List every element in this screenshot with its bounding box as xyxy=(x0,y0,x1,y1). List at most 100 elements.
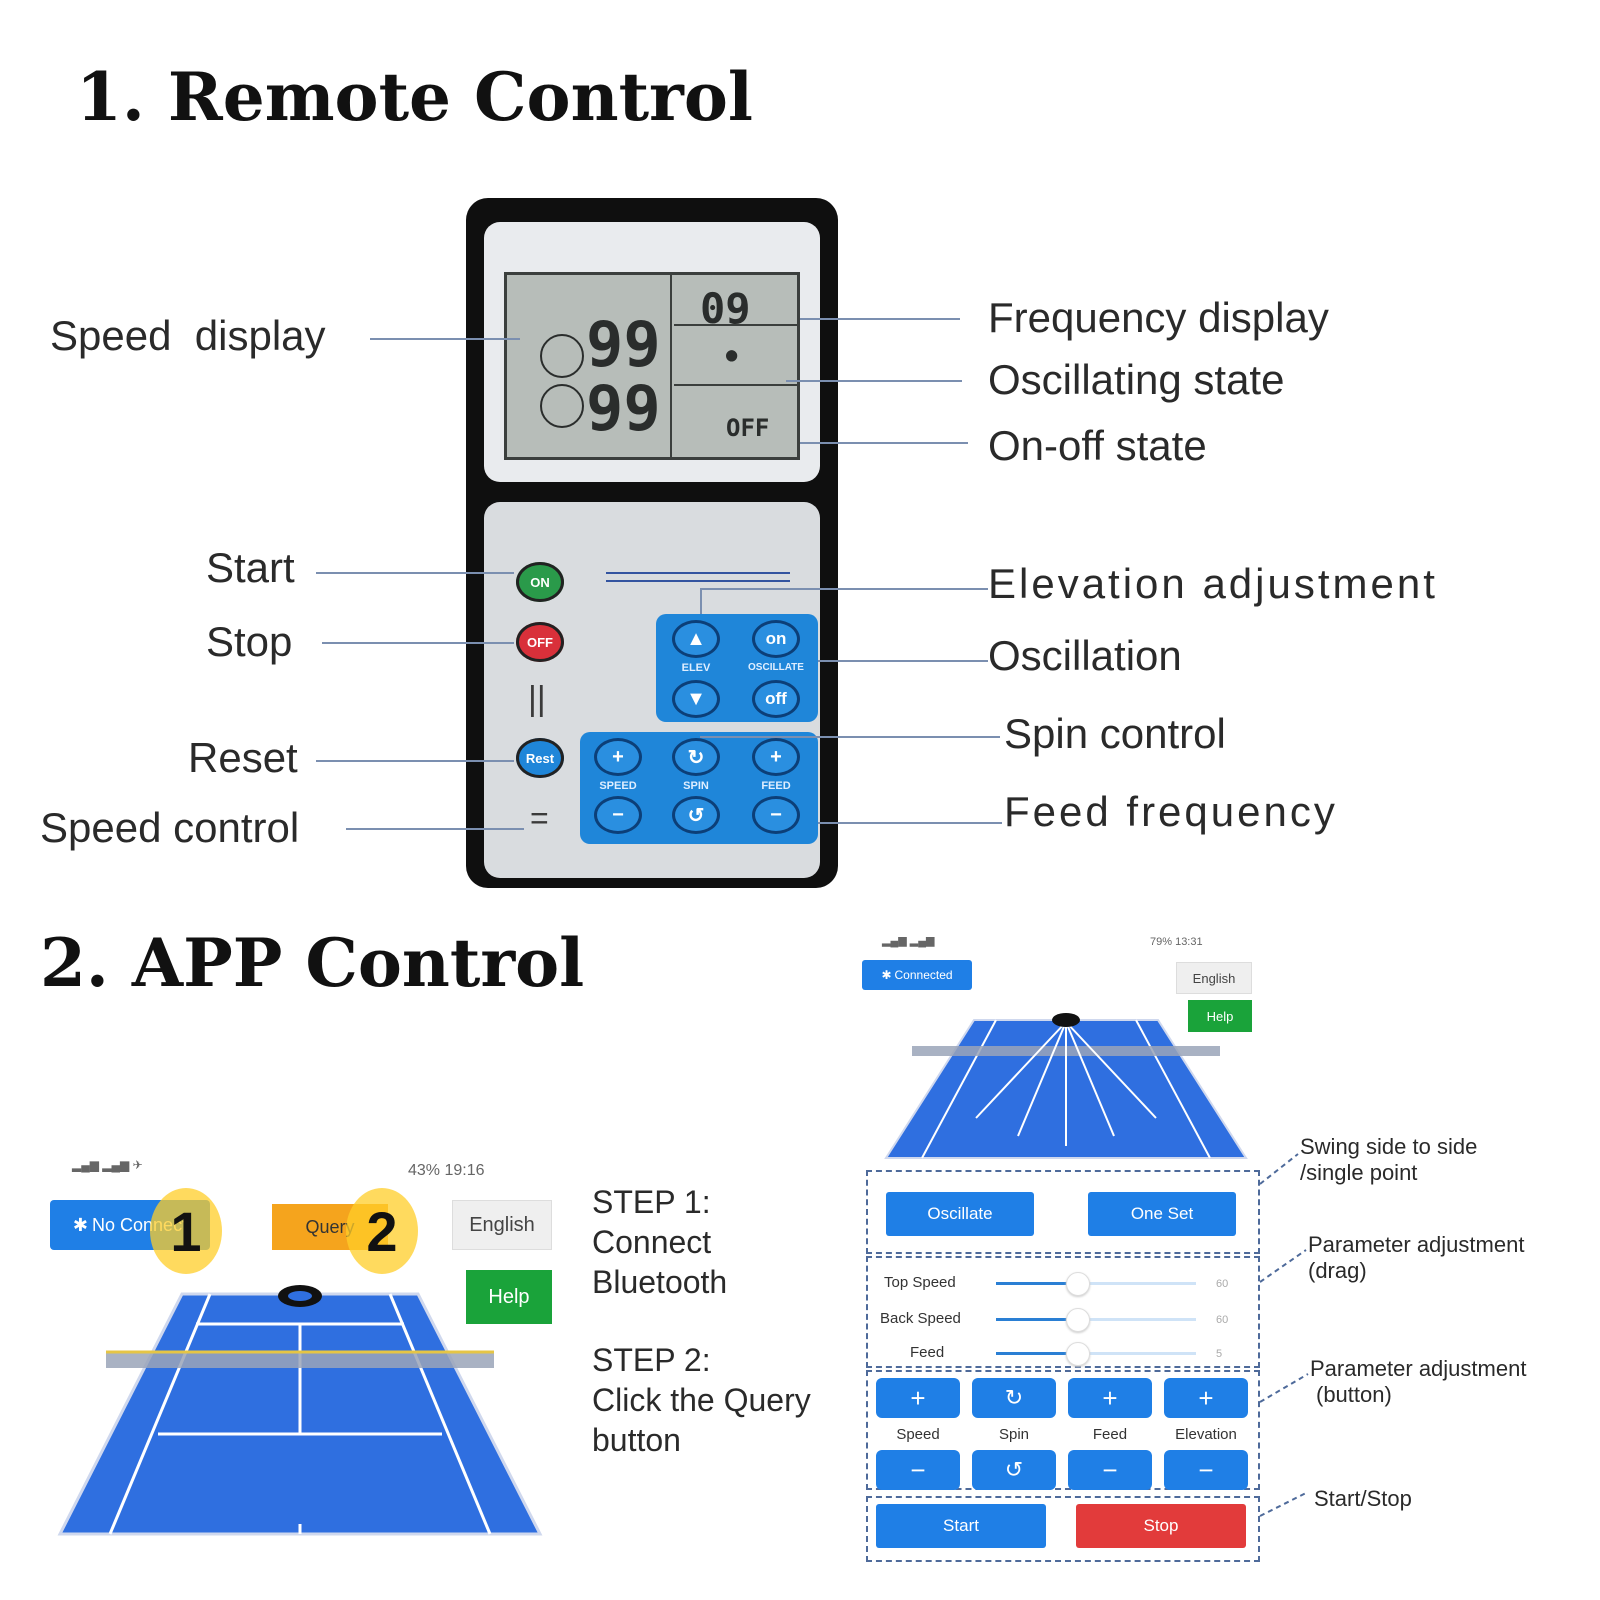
callout-leader-lines xyxy=(1259,1153,1309,1517)
speed-plus-button[interactable]: + xyxy=(876,1378,960,1418)
parameter-button-group xyxy=(866,1370,1260,1490)
leader-line xyxy=(700,736,1000,738)
spin-top-button[interactable]: ↻ xyxy=(672,738,720,776)
lcd-onoff-state: OFF xyxy=(726,414,770,442)
slider-track[interactable] xyxy=(996,1352,1196,1355)
spin-back-button[interactable]: ↺ xyxy=(972,1450,1056,1490)
help-button[interactable]: Help xyxy=(466,1270,552,1324)
leader-line xyxy=(700,588,988,590)
speed-plus-button[interactable]: + xyxy=(594,738,642,776)
oscillate-label: OSCILLATE xyxy=(748,662,804,673)
lcd-divider xyxy=(670,275,672,457)
pause-symbol: || xyxy=(528,680,546,718)
callout-spin-control: Spin control xyxy=(1004,710,1226,757)
on-button[interactable]: ON xyxy=(516,562,564,602)
elevation-indicator-line xyxy=(606,580,790,582)
callout-swing-line1: Swing side to side xyxy=(1300,1134,1478,1159)
callout-reset: Reset xyxy=(188,734,298,781)
step1-line2: Connect xyxy=(592,1224,712,1260)
callout-speed-display: Speed display xyxy=(50,312,326,359)
leader-line xyxy=(316,760,514,762)
feed-minus-button[interactable]: − xyxy=(1068,1450,1152,1490)
equal-symbol: = xyxy=(530,800,549,836)
callout-onoff-state: On-off state xyxy=(988,422,1207,469)
leader-line xyxy=(786,380,962,382)
step2-line1: STEP 2: xyxy=(592,1342,711,1378)
callout-param-drag-line1: Parameter adjustment xyxy=(1308,1232,1525,1257)
bluetooth-icon: ✱ xyxy=(881,968,892,982)
lcd-divider xyxy=(674,384,798,386)
ball-top-icon xyxy=(540,334,584,378)
oscillate-on-button[interactable]: on xyxy=(752,620,800,658)
off-button[interactable]: OFF xyxy=(516,622,564,662)
reset-button[interactable]: Rest xyxy=(516,738,564,778)
callout-elevation: Elevation adjustment xyxy=(988,560,1438,607)
oscillate-mode-group xyxy=(866,1170,1260,1254)
bluetooth-connected-button[interactable]: ✱ Connected xyxy=(862,960,972,990)
elevation-minus-button[interactable]: − xyxy=(1164,1450,1248,1490)
callout-feed-frequency: Feed frequency xyxy=(1004,788,1338,835)
section2-title: 2. APP Control xyxy=(40,924,585,1002)
slider-fill xyxy=(996,1318,1076,1321)
spin-top-button[interactable]: ↻ xyxy=(972,1378,1056,1418)
leader-line xyxy=(346,828,524,830)
slider-fill xyxy=(996,1352,1076,1355)
elevation-label: Elevation xyxy=(1175,1426,1237,1443)
one-set-button[interactable]: One Set xyxy=(1088,1192,1236,1236)
oscillate-button[interactable]: Oscillate xyxy=(886,1192,1034,1236)
slider-knob[interactable] xyxy=(1066,1272,1090,1296)
feed-plus-button[interactable]: + xyxy=(1068,1378,1152,1418)
callout-start-stop: Start/Stop xyxy=(1314,1486,1412,1511)
slider-fill xyxy=(996,1282,1076,1285)
feed-label: Feed xyxy=(1092,1426,1128,1443)
speed-minus-button[interactable]: − xyxy=(594,796,642,834)
leader-line xyxy=(800,442,968,444)
step2-badge: 2 xyxy=(346,1188,418,1274)
feed-minus-button[interactable]: − xyxy=(752,796,800,834)
lcd-speed-top: 99 xyxy=(586,308,661,381)
oscillate-off-button[interactable]: off xyxy=(752,680,800,718)
slider-knob[interactable] xyxy=(1066,1342,1090,1366)
parameter-slider-group xyxy=(866,1256,1260,1368)
speed-label: Speed xyxy=(896,1426,940,1443)
speed-minus-button[interactable]: − xyxy=(876,1450,960,1490)
spin-label: SPIN xyxy=(683,780,709,792)
slider-label: Back Speed xyxy=(880,1310,961,1327)
step2-line3: button xyxy=(592,1422,681,1458)
slider-row-top-speed: Top Speed 60 xyxy=(870,1270,1256,1300)
tennis-court-diagram-left xyxy=(57,1285,543,1536)
english-button[interactable]: English xyxy=(1176,962,1252,994)
elevation-plus-button[interactable]: + xyxy=(1164,1378,1248,1418)
leader-line xyxy=(800,318,960,320)
slider-row-feed: Feed 5 xyxy=(870,1340,1256,1368)
leader-line xyxy=(322,642,514,644)
stop-button[interactable]: Stop xyxy=(1076,1504,1246,1548)
english-button[interactable]: English xyxy=(452,1200,552,1250)
tennis-court-oscillation-diagram xyxy=(884,1013,1248,1159)
leader-line xyxy=(818,822,1002,824)
slider-label: Feed xyxy=(910,1344,945,1361)
spin-back-button[interactable]: ↺ xyxy=(672,796,720,834)
speed-label: SPEED xyxy=(599,780,637,792)
slider-track[interactable] xyxy=(996,1282,1196,1285)
start-button[interactable]: Start xyxy=(876,1504,1046,1548)
slider-knob[interactable] xyxy=(1066,1308,1090,1332)
slider-track[interactable] xyxy=(996,1318,1196,1321)
slider-row-back-speed: Back Speed 60 xyxy=(870,1306,1256,1336)
lcd-divider xyxy=(674,324,798,326)
slider-value: 5 xyxy=(1216,1348,1223,1360)
status-bar-battery-time: 79% 13:31 xyxy=(1150,936,1203,948)
help-button[interactable]: Help xyxy=(1188,1000,1252,1032)
feed-label: FEED xyxy=(761,780,791,792)
lcd-frequency: 09 xyxy=(700,284,751,333)
feed-plus-button[interactable]: + xyxy=(752,738,800,776)
bluetooth-icon: ✱ xyxy=(72,1214,89,1235)
elevation-up-button[interactable]: ▲ xyxy=(672,620,720,658)
leader-line xyxy=(316,572,514,574)
elevation-down-button[interactable]: ▼ xyxy=(672,680,720,718)
elevation-indicator-line xyxy=(606,572,790,574)
bluetooth-connected-label: Connected xyxy=(894,968,953,982)
step2-line2: Click the Query xyxy=(592,1382,811,1418)
leader-line xyxy=(370,338,520,340)
callout-frequency-display: Frequency display xyxy=(988,294,1329,341)
